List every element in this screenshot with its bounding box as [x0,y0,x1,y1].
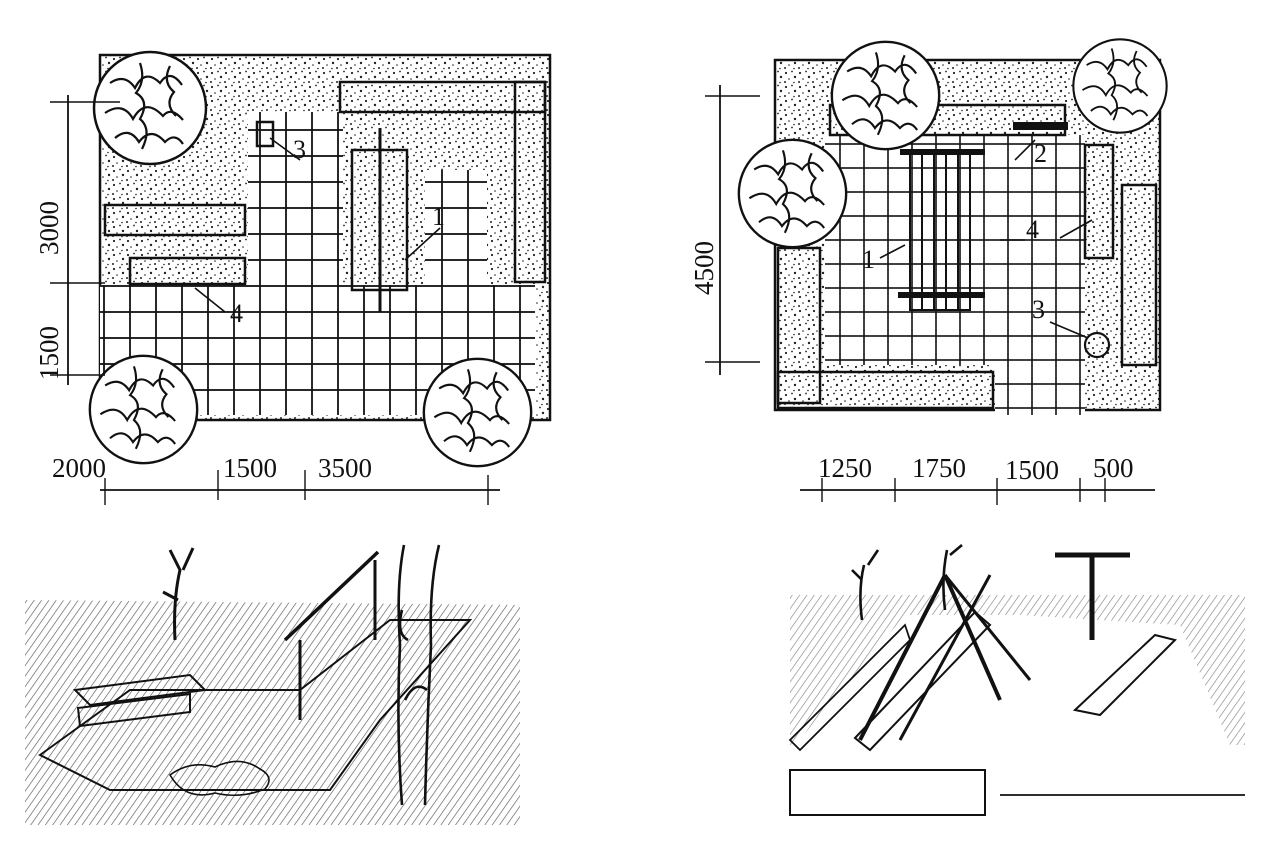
swing-frame [853,574,1032,752]
tile-strip [425,170,487,288]
dim-1750: 1750 [912,453,966,483]
right-horizontal-dimension: 1250 1750 1500 500 [800,453,1155,505]
callout-4: 4 [230,299,243,328]
dim-1500-vertical: 1500 [34,326,64,380]
dim-1250: 1250 [818,453,872,483]
crossbar [1013,122,1068,130]
tile-path [248,112,343,287]
post [1083,331,1111,359]
left-horizontal-dimension: 2000 1500 3500 [52,453,500,505]
bench [128,256,247,286]
dim-4500: 4500 [689,241,719,295]
bench [72,673,208,728]
tree-icon [92,50,208,166]
callout-3: 3 [293,135,306,164]
bench [1083,143,1115,260]
tree-icon [88,354,199,465]
tree-icon [422,357,533,468]
left-vertical-dimension: 3000 1500 [34,95,120,385]
callout-1: 1 [862,245,875,274]
swing [898,149,985,311]
right-vertical-dimension: 4500 [689,85,760,375]
tree-trunk [162,544,441,806]
callout-2: 2 [1034,139,1047,168]
callout-3: 3 [1032,295,1045,324]
dim-3500: 3500 [318,453,372,483]
bench-slab [103,203,247,237]
bench [1072,633,1177,717]
callout-4: 4 [1026,215,1039,244]
tree-icon [1072,38,1168,134]
dim-3000: 3000 [34,201,64,255]
t-post [1055,552,1130,640]
tree-icon [830,40,941,151]
callout-1: 1 [432,202,445,231]
left-perspective-view [25,544,520,825]
handrail [283,550,380,720]
post [255,120,275,148]
dim-1500-horizontal: 1500 [223,453,277,483]
right-site-plan: 2 4 1 3 4500 1250 1750 1500 500 [689,38,1168,505]
tree-trunk [851,544,963,621]
dim-500: 500 [1093,453,1134,483]
right-perspective-view [788,544,1245,816]
left-site-plan: 3 1 4 3000 1500 2000 1500 3500 [34,50,552,505]
dim-1500: 1500 [1005,455,1059,485]
tree-icon [737,138,848,249]
dim-2000: 2000 [52,453,106,483]
